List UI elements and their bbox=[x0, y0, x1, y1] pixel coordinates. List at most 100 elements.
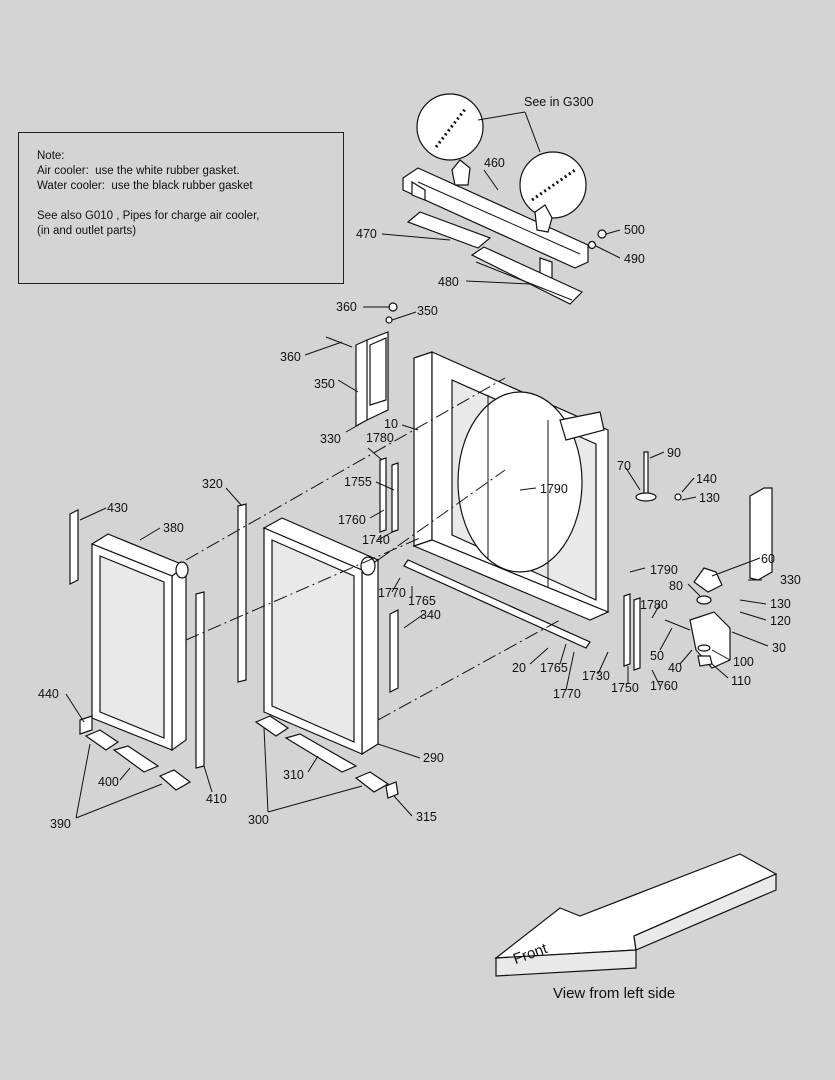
front-direction-arrow: Front bbox=[494, 853, 778, 977]
callout-500: 500 bbox=[624, 223, 645, 237]
callout-1770: 1770 bbox=[553, 687, 581, 701]
note-box: Note: Air cooler: use the white rubber g… bbox=[18, 132, 344, 284]
part-300-foot-right bbox=[354, 771, 390, 793]
part-330-bracket-right bbox=[749, 487, 773, 581]
part-70-washer bbox=[635, 492, 657, 502]
callout-380: 380 bbox=[163, 521, 184, 535]
part-90-bolt bbox=[643, 451, 649, 497]
callout-120: 120 bbox=[770, 614, 791, 628]
callout-470: 470 bbox=[356, 227, 377, 241]
callout-1740: 1740 bbox=[362, 533, 390, 547]
part-320-strip bbox=[237, 503, 247, 683]
callout-30: 30 bbox=[772, 641, 786, 655]
part-490-washer bbox=[587, 240, 597, 250]
callout-140: 140 bbox=[696, 472, 717, 486]
part-460-tab-left bbox=[451, 159, 471, 186]
callout-350: 350 bbox=[314, 377, 335, 391]
part-60-rubber-mount bbox=[693, 567, 723, 593]
part-20-bar bbox=[403, 559, 591, 649]
callout-10: 10 bbox=[384, 417, 398, 431]
callout-315: 315 bbox=[416, 810, 437, 824]
callout-1760: 1760 bbox=[338, 513, 366, 527]
detail-circle-right bbox=[519, 151, 587, 219]
callout-1780: 1780 bbox=[640, 598, 668, 612]
callout-300: 300 bbox=[248, 813, 269, 827]
part-100-washer bbox=[697, 644, 711, 652]
part-300-foot-left bbox=[254, 715, 290, 737]
part-1740-seal bbox=[391, 462, 399, 533]
callout-330: 330 bbox=[780, 573, 801, 587]
part-290-cooler bbox=[262, 517, 380, 756]
callout-1780: 1780 bbox=[366, 431, 394, 445]
part-310-pad bbox=[284, 733, 358, 773]
callout-290: 290 bbox=[423, 751, 444, 765]
part-80-washer bbox=[696, 595, 712, 605]
callout-20: 20 bbox=[512, 661, 526, 675]
callout-490: 490 bbox=[624, 252, 645, 266]
part-500-bolt bbox=[597, 229, 607, 239]
note-line: See also G010 , Pipes for charge air coo… bbox=[37, 210, 260, 222]
callout-340: 340 bbox=[420, 608, 441, 622]
callout-1755: 1755 bbox=[344, 475, 372, 489]
callout-1765: 1765 bbox=[408, 594, 436, 608]
callout-310: 310 bbox=[283, 768, 304, 782]
part-1780-seal-right bbox=[633, 597, 641, 671]
part-390-foot-right bbox=[158, 769, 192, 791]
callout-90: 90 bbox=[667, 446, 681, 460]
callout-330: 330 bbox=[320, 432, 341, 446]
part-340-gasket bbox=[389, 609, 399, 693]
callout-130: 130 bbox=[699, 491, 720, 505]
part-400-pad bbox=[112, 745, 160, 773]
part-350-plate bbox=[369, 337, 387, 406]
leader-lines bbox=[65, 169, 769, 819]
callout-70: 70 bbox=[617, 459, 631, 473]
note-line: Air cooler: use the white rubber gasket. bbox=[37, 165, 240, 177]
callout-350: 350 bbox=[417, 304, 438, 318]
part-315-spacer bbox=[385, 781, 399, 799]
note-line: Water cooler: use the black rubber gaske… bbox=[37, 180, 253, 192]
callout-110: 110 bbox=[731, 674, 751, 688]
callout-480: 480 bbox=[438, 275, 459, 289]
part-110-nut bbox=[697, 655, 713, 667]
callout-1730: 1730 bbox=[582, 669, 610, 683]
detail-circle-left bbox=[416, 93, 484, 161]
part-140-bolt bbox=[674, 493, 682, 501]
callout-1770: 1770 bbox=[378, 586, 406, 600]
part-460-crossmember bbox=[402, 167, 589, 269]
callout-50: 50 bbox=[650, 649, 664, 663]
callout-40: 40 bbox=[668, 661, 682, 675]
callout-1750: 1750 bbox=[611, 681, 639, 695]
callout-100: 100 bbox=[733, 655, 754, 669]
part-430-gasket bbox=[69, 509, 79, 585]
view-caption: View from left side bbox=[553, 985, 675, 1002]
note-line: Note: bbox=[37, 150, 65, 162]
part-1750-seal bbox=[623, 593, 631, 667]
part-460-foot-left bbox=[411, 180, 426, 201]
note-line: (in and outlet parts) bbox=[37, 225, 137, 237]
part-350-washer bbox=[385, 316, 393, 324]
callout-1790: 1790 bbox=[650, 563, 678, 577]
callout-360: 360 bbox=[336, 300, 357, 314]
callout-460: 460 bbox=[484, 156, 505, 170]
callout-1790: 1790 bbox=[540, 482, 568, 496]
part-460-tab-right bbox=[534, 204, 553, 233]
callout-440: 440 bbox=[38, 687, 59, 701]
part-470-strip bbox=[406, 211, 492, 249]
callout-1760: 1760 bbox=[650, 679, 678, 693]
callout-410: 410 bbox=[206, 792, 227, 806]
part-380-cooler bbox=[90, 533, 189, 752]
part-360-bolt bbox=[388, 302, 398, 312]
callout-390: 390 bbox=[50, 817, 71, 831]
callout-1765: 1765 bbox=[540, 661, 568, 675]
callout-130: 130 bbox=[770, 597, 791, 611]
callout-400: 400 bbox=[98, 775, 119, 789]
part-480-channel bbox=[470, 246, 584, 305]
callout-80: 80 bbox=[669, 579, 683, 593]
callout-430: 430 bbox=[107, 501, 128, 515]
part-390-foot-left bbox=[84, 729, 120, 751]
part-1780-seal-left bbox=[379, 457, 387, 533]
reference-label: See in G300 bbox=[524, 95, 594, 109]
callout-60: 60 bbox=[761, 552, 775, 566]
callout-360: 360 bbox=[280, 350, 301, 364]
